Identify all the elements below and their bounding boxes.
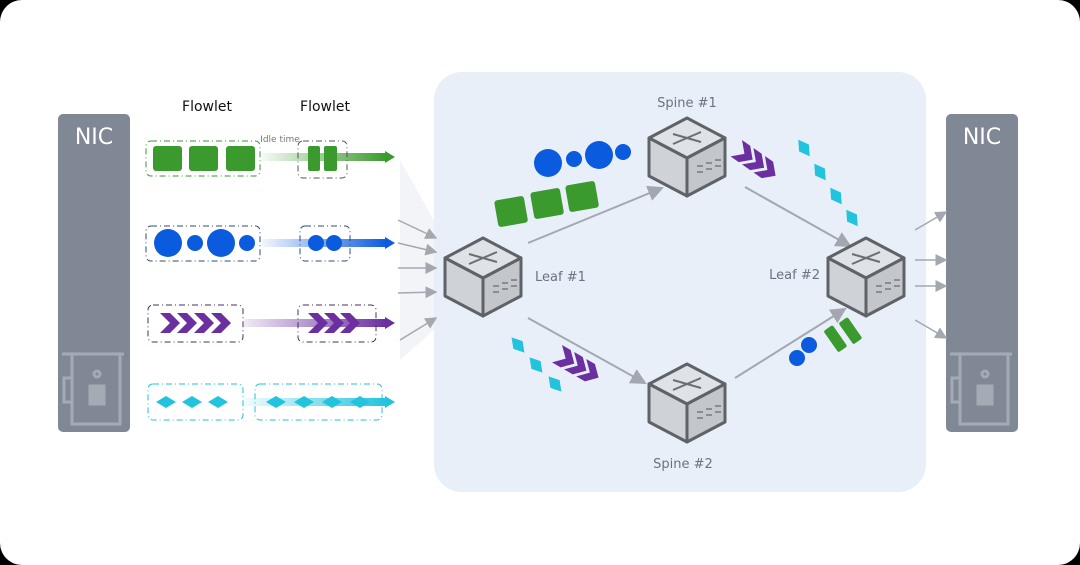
nic-card-icon — [62, 352, 124, 426]
leaf2-label: Leaf #2 — [769, 268, 820, 283]
egress-arrows — [914, 211, 948, 339]
nic-card-icon — [950, 352, 1012, 426]
flowlet-label: Flowlet — [182, 99, 232, 115]
packets-spine2-leaf2 — [789, 317, 862, 366]
fan-in-glow — [400, 160, 445, 360]
ingress-arrows — [397, 219, 438, 341]
leaf1-label: Leaf #1 — [535, 270, 586, 285]
spine1-label: Spine #1 — [657, 96, 717, 111]
svg-text:NIC: NIC — [963, 125, 1001, 150]
packets-leaf1-spine1 — [494, 141, 631, 227]
flowlet-label: Flowlet — [300, 99, 350, 115]
fabric-links — [527, 185, 852, 384]
flow-blue — [145, 225, 395, 262]
svg-text:NIC: NIC — [75, 125, 113, 150]
flow-cyan — [147, 383, 395, 421]
nic-left: NIC — [58, 114, 130, 432]
flow-green — [145, 140, 395, 179]
flow-purple — [147, 304, 395, 343]
nic-right: NIC — [946, 114, 1018, 432]
spine2-label: Spine #2 — [653, 457, 713, 472]
idle-time-label: Idle time — [260, 135, 300, 145]
